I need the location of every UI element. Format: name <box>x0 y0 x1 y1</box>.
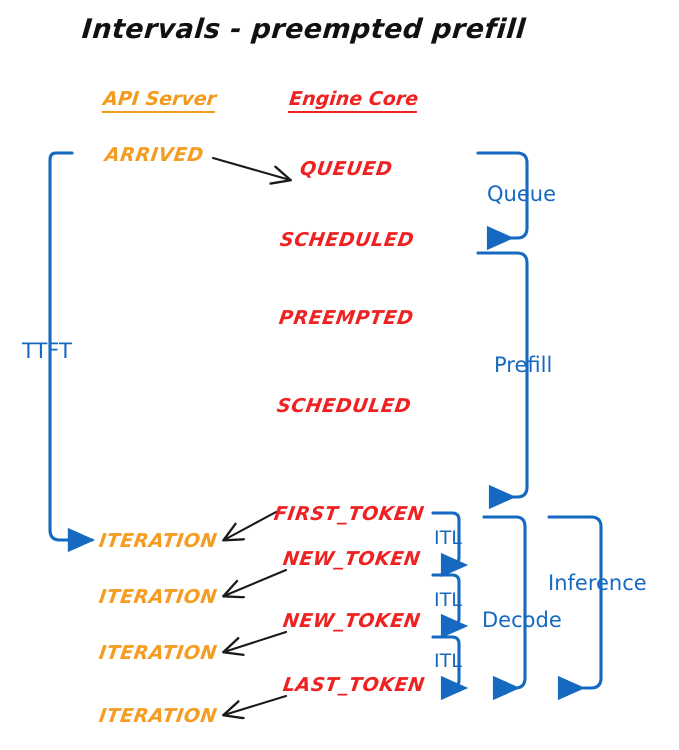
interval-label-inference: Inference <box>548 571 647 595</box>
itl-bracket-2 <box>431 573 469 639</box>
column-header-api-server: API Server <box>101 88 217 113</box>
engine-event-new-token-1: NEW_TOKEN <box>281 548 423 570</box>
interval-label-prefill: Prefill <box>494 353 553 377</box>
interval-label-ttft: TTFT <box>22 339 72 363</box>
arrow-last-token-to-iteration <box>224 694 288 715</box>
interval-label-decode: Decode <box>482 608 562 632</box>
decode-bracket <box>482 515 527 701</box>
arrow-new-token-2-to-iteration <box>224 630 288 652</box>
engine-event-preempted: PREEMPTED <box>277 307 416 329</box>
api-event-arrived: ARRIVED <box>103 144 206 166</box>
api-event-iteration-2: ITERATION <box>97 586 219 608</box>
interval-label-itl-3: ITL <box>434 650 462 672</box>
itl-bracket-1 <box>431 511 469 578</box>
interval-label-itl-1: ITL <box>434 527 462 549</box>
engine-event-first-token: FIRST_TOKEN <box>272 503 426 525</box>
engine-event-queued: QUEUED <box>298 158 394 180</box>
inference-bracket <box>547 515 603 701</box>
interval-label-queue: Queue <box>487 182 556 206</box>
api-event-iteration-4: ITERATION <box>97 705 219 727</box>
prefill-bracket <box>476 251 529 510</box>
queue-bracket <box>476 151 529 251</box>
arrow-arrived-to-queued <box>211 156 290 180</box>
api-event-iteration-1: ITERATION <box>97 530 219 552</box>
engine-event-last-token: LAST_TOKEN <box>281 674 427 696</box>
engine-event-scheduled-1: SCHEDULED <box>278 229 416 251</box>
interval-label-itl-2: ITL <box>434 589 462 611</box>
api-event-iteration-3: ITERATION <box>97 642 219 664</box>
itl-bracket-3 <box>431 635 469 701</box>
page-title: Intervals - preempted prefill <box>80 14 528 45</box>
column-header-engine-core: Engine Core <box>287 88 419 113</box>
engine-event-scheduled-2: SCHEDULED <box>275 395 413 417</box>
ttft-bracket <box>48 151 96 553</box>
arrow-new-token-1-to-iteration <box>224 568 288 596</box>
arrow-first-token-to-iteration <box>224 510 278 540</box>
engine-event-new-token-2: NEW_TOKEN <box>281 610 423 632</box>
